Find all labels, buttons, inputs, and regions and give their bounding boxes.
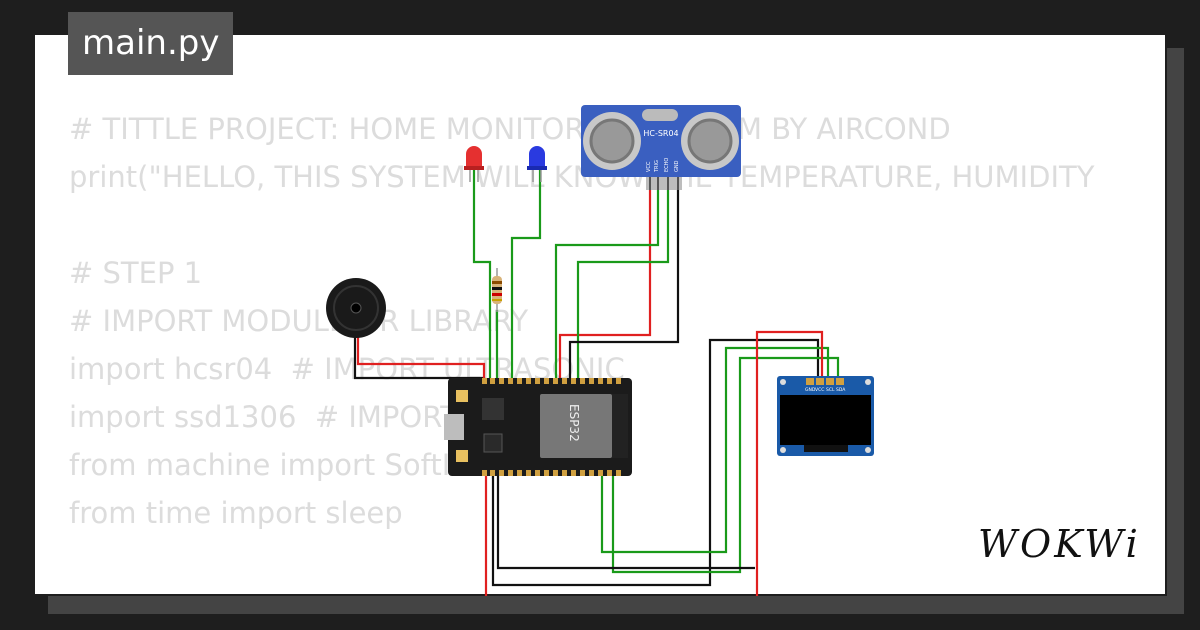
wokwi-logo: WOKWi [978, 522, 1141, 566]
oled-display[interactable]: GND VCC SCL SDA [777, 376, 874, 456]
code-line: from time import sleep [69, 496, 403, 530]
pin-label: SCL [826, 387, 835, 393]
wire-green [600, 346, 830, 554]
buzzer-icon[interactable] [326, 278, 386, 338]
wire-black [496, 472, 755, 570]
wire-red [755, 330, 824, 596]
wires [353, 170, 840, 596]
wire-black [491, 338, 820, 587]
ultrasonic-sensor[interactable]: HC-SR04 VCC TRIG ECHO GND [581, 105, 741, 190]
wire-black [568, 190, 680, 382]
resistor-icon[interactable] [492, 268, 502, 312]
led-blue-icon[interactable] [527, 146, 547, 182]
pin-label: GND [674, 160, 680, 172]
wire-green [576, 190, 670, 382]
led-red-icon[interactable] [464, 146, 484, 182]
mcu-label: ESP32 [567, 404, 581, 442]
pin-label: VCC [815, 387, 824, 393]
ultrasonic-label: HC-SR04 [643, 129, 678, 138]
code-line: import ssd1306 # IMPORT OLED [69, 400, 547, 434]
wire-green [554, 190, 660, 382]
wire-red [558, 190, 652, 382]
pin-label: VCC [646, 161, 652, 172]
esp32-board[interactable]: ESP32 [444, 378, 632, 476]
file-tab[interactable]: main.py [68, 12, 234, 75]
wire-green [510, 170, 542, 382]
wire-red [356, 322, 486, 382]
pin-label: TRIG [654, 160, 660, 173]
wire-green [611, 356, 840, 574]
pin-label: ECHO [664, 158, 670, 172]
pin-label: GND [805, 387, 816, 393]
pin-label: SDA [836, 387, 846, 393]
wire-green [472, 170, 492, 382]
code-line: # STEP 1 [69, 256, 203, 290]
